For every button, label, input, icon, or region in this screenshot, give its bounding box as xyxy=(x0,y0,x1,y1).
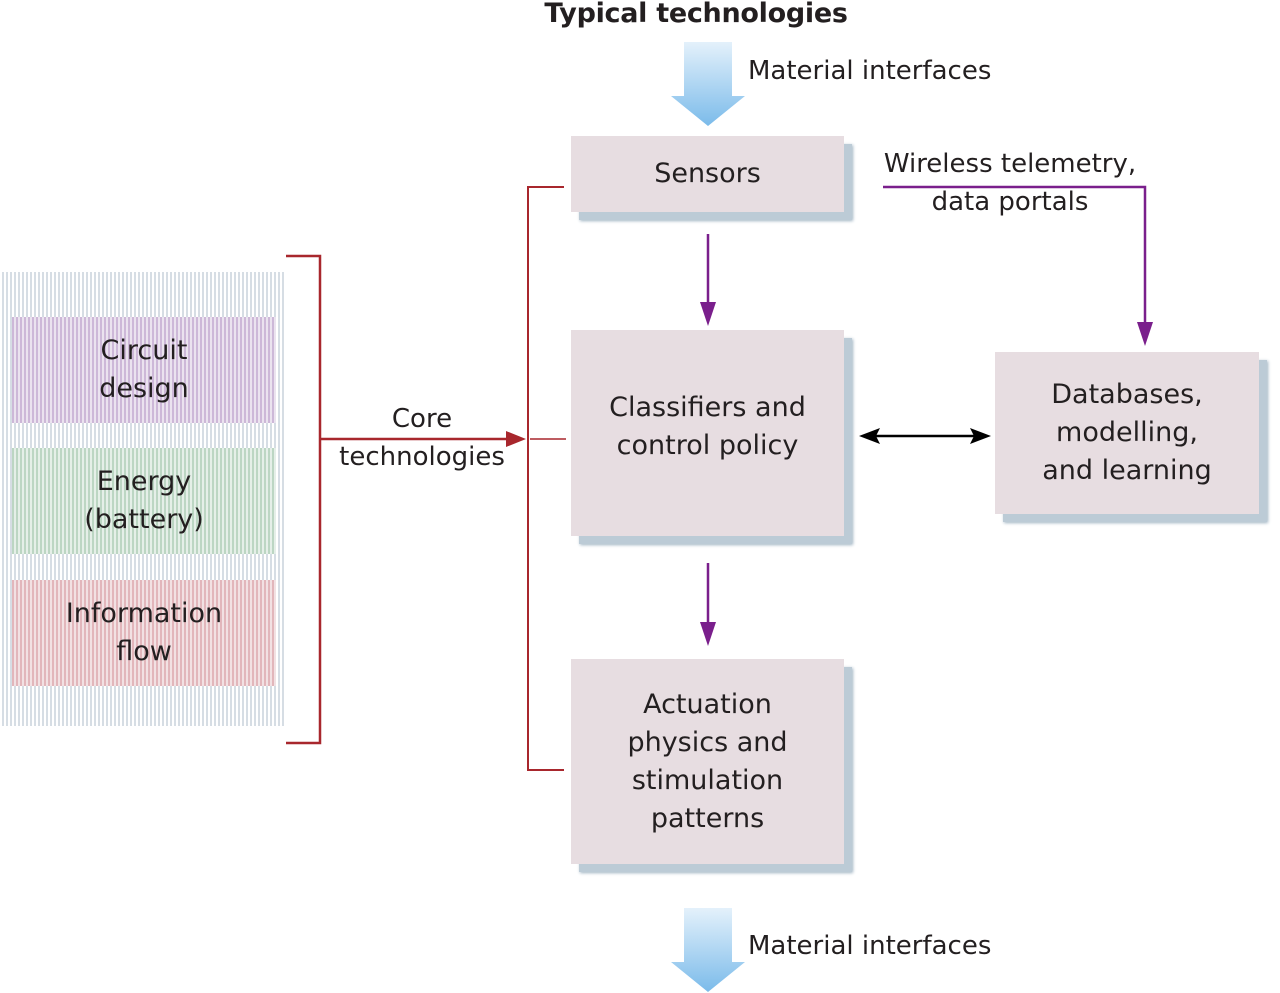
wireless-telemetry-line xyxy=(883,185,1147,330)
bidirectional-left-arrowhead-icon xyxy=(859,428,880,444)
box-line: stimulation xyxy=(631,764,784,796)
core-item-line: Circuit xyxy=(100,335,188,366)
box-line: Actuation xyxy=(643,688,772,720)
material-interfaces-bottom-label: Material interfaces xyxy=(748,931,992,961)
core-item-circuit-design: Circuit design xyxy=(12,317,276,423)
actuation-box: Actuation physics and stimulation patter… xyxy=(571,659,844,864)
sensors-box: Sensors xyxy=(571,136,844,212)
core-technologies-label: Core technologies xyxy=(322,400,522,476)
box-line: Databases, xyxy=(1051,379,1203,410)
box-line: modelling, xyxy=(1056,417,1198,448)
box-line: Classifiers and xyxy=(609,392,806,423)
sensors-to-classifiers-arrowhead-icon xyxy=(700,302,716,326)
core-label-line2: technologies xyxy=(339,442,505,472)
wireless-telemetry-arrowhead-icon xyxy=(1137,322,1153,346)
classifiers-to-actuation-arrowhead-icon xyxy=(700,622,716,646)
material-interfaces-top-label: Material interfaces xyxy=(748,56,992,86)
bidirectional-right-arrowhead-icon xyxy=(970,428,991,444)
box-line: control policy xyxy=(616,430,799,461)
box-line: physics and xyxy=(627,726,788,758)
wireless-label-line2: data portals xyxy=(931,187,1089,217)
core-item-line: flow xyxy=(116,636,172,667)
core-item-line: (battery) xyxy=(84,504,204,535)
core-item-energy: Energy (battery) xyxy=(12,448,276,554)
core-panel-bracket xyxy=(286,254,322,745)
boxes-bracket xyxy=(527,186,564,771)
box-line: patterns xyxy=(650,802,765,834)
core-item-information-flow: Information flow xyxy=(12,580,276,686)
classifiers-box: Classifiers and control policy xyxy=(571,330,844,536)
box-line: and learning xyxy=(1042,455,1212,486)
box-line: Sensors xyxy=(654,158,761,189)
core-label-line1: Core xyxy=(391,404,453,434)
diagram-title: Typical technologies xyxy=(544,0,848,29)
material-arrow-top-icon xyxy=(671,42,745,126)
databases-box: Databases, modelling, and learning xyxy=(995,352,1259,514)
core-item-line: design xyxy=(99,373,189,404)
material-arrow-bottom-icon xyxy=(671,908,745,992)
core-item-line: Information xyxy=(65,598,223,629)
core-technologies-panel: Circuit design Energy (battery) Informat… xyxy=(2,272,286,726)
core-technologies-arrowhead-icon xyxy=(506,431,526,447)
core-item-line: Energy xyxy=(96,466,192,497)
wireless-label-line1: Wireless telemetry, xyxy=(883,149,1137,179)
wireless-telemetry-label: Wireless telemetry, data portals xyxy=(862,145,1158,221)
